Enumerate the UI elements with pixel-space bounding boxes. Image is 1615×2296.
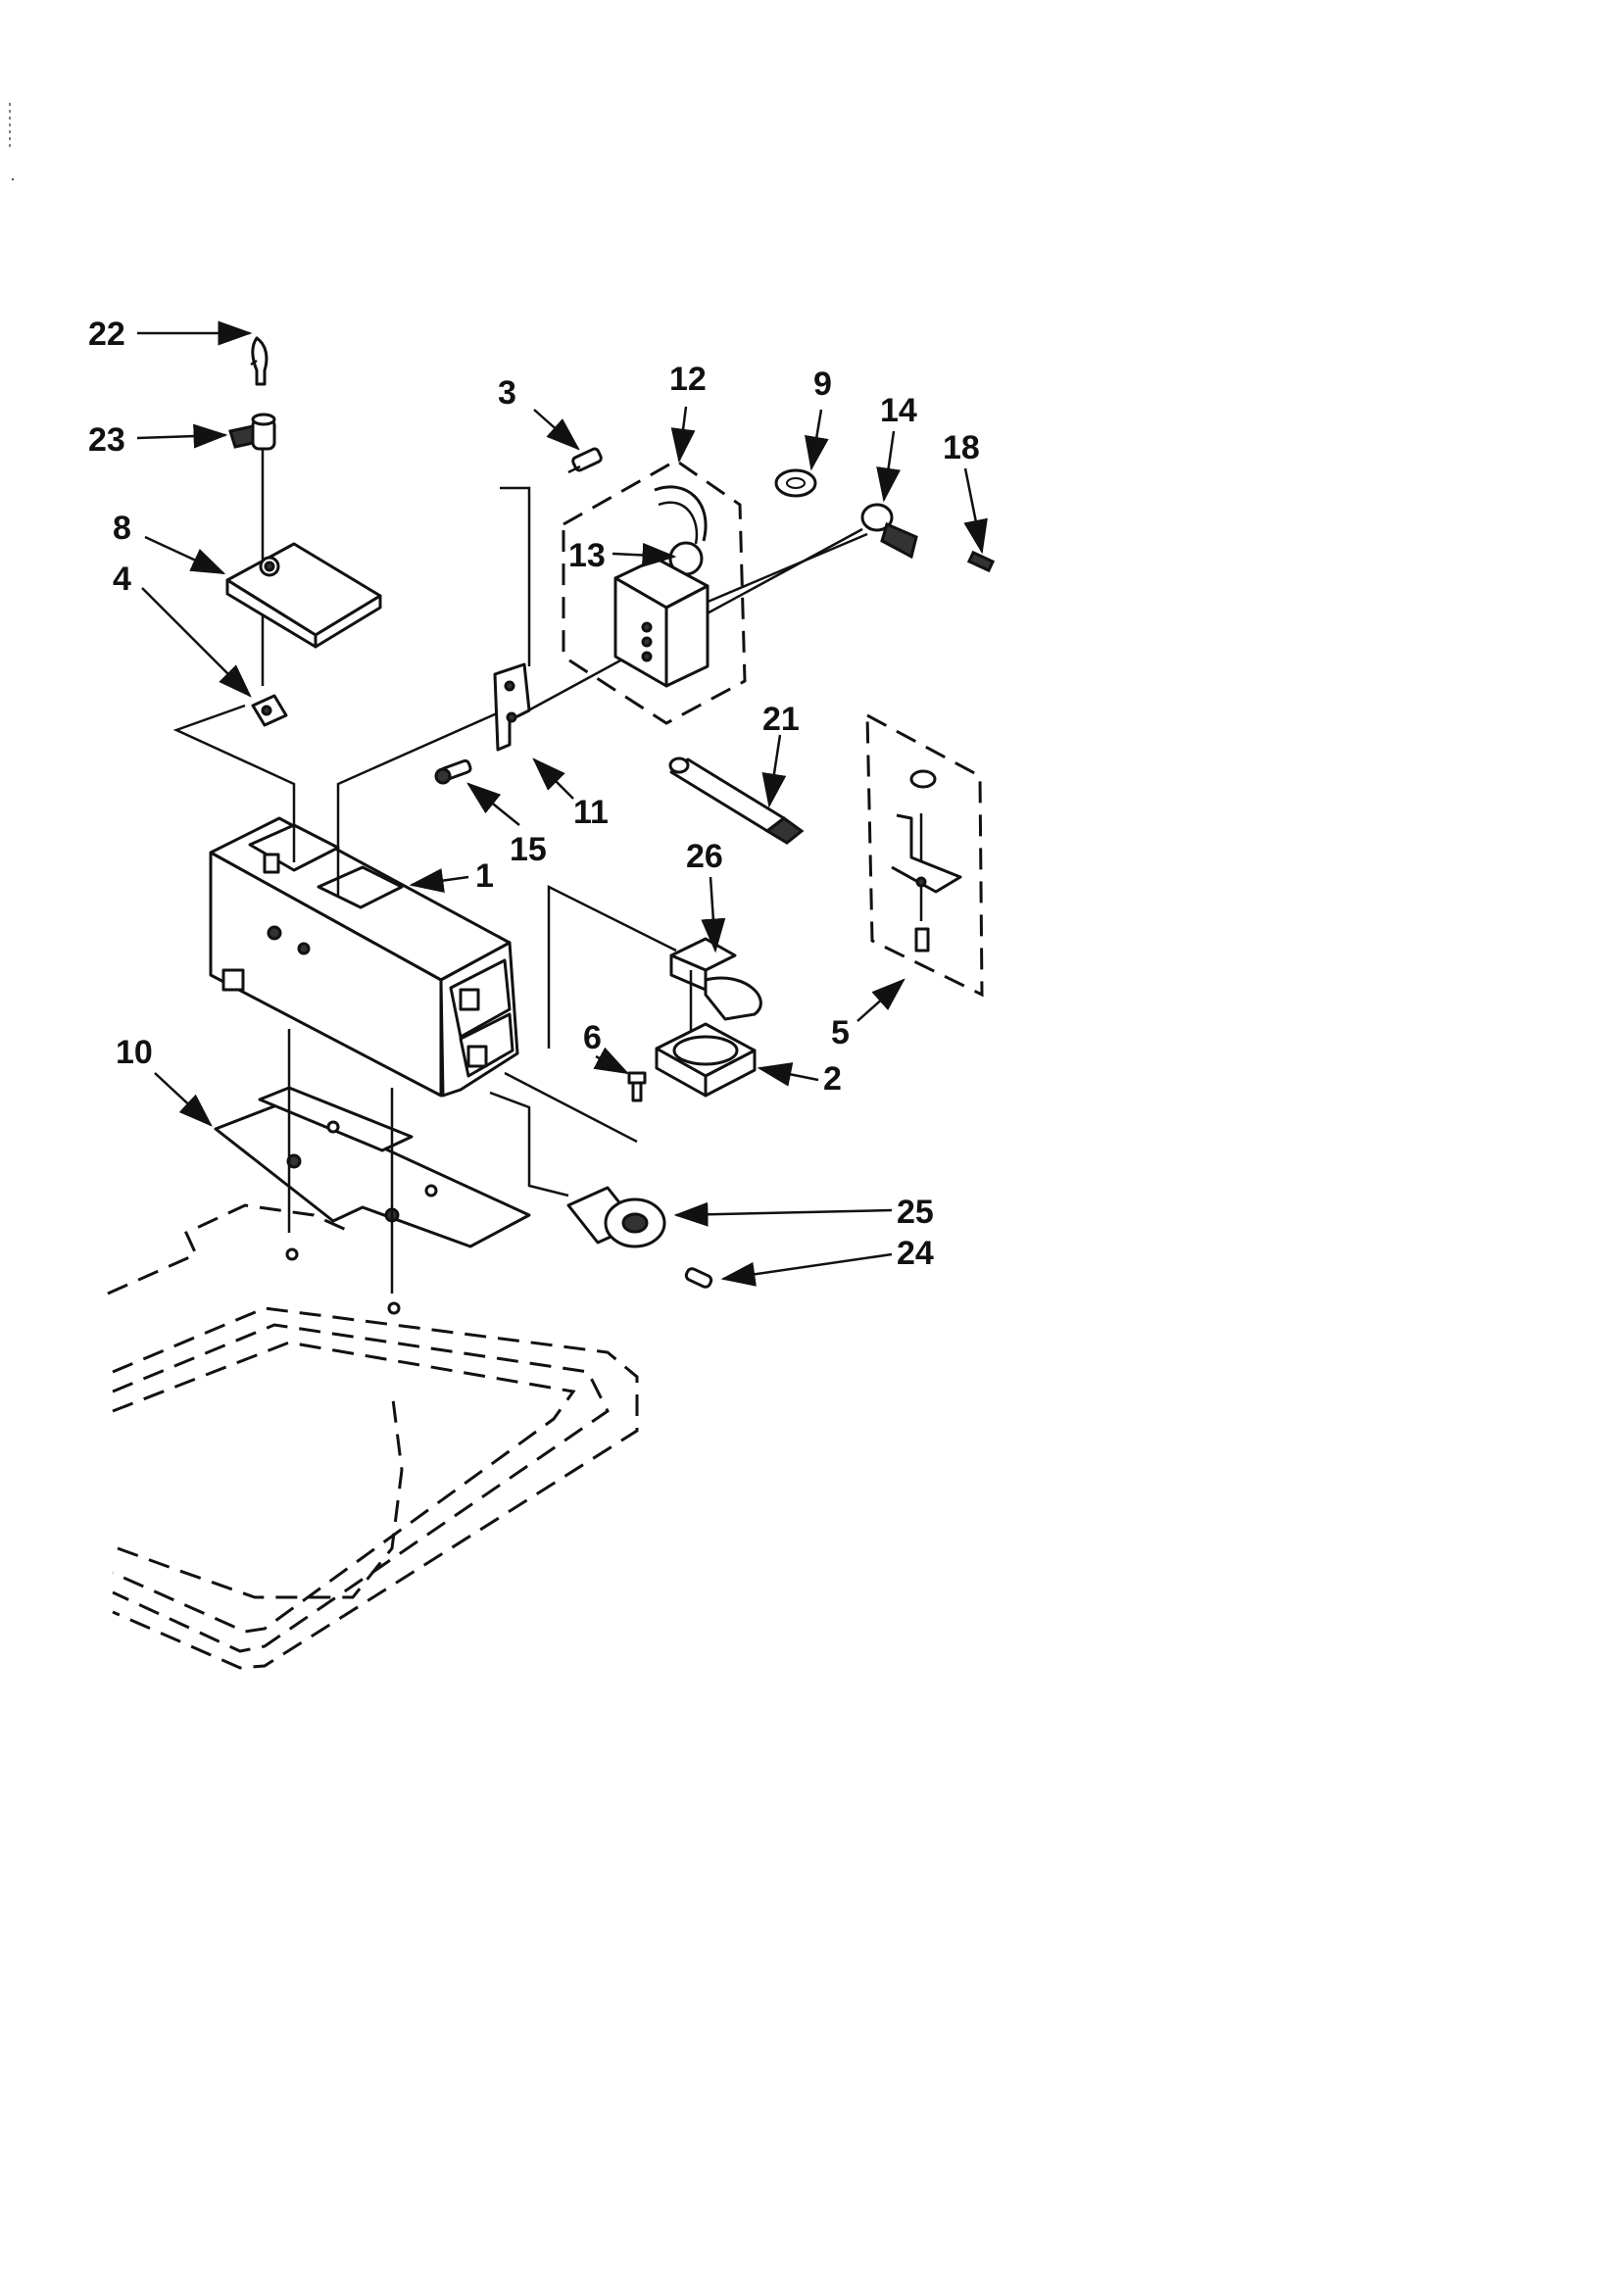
control-housing bbox=[209, 816, 519, 1294]
part-11-bracket bbox=[493, 662, 531, 752]
part-9-ring bbox=[774, 468, 817, 498]
part-26-dispenser bbox=[669, 937, 762, 1039]
part-12-timer-assembly bbox=[562, 459, 747, 725]
part-22-key bbox=[250, 336, 269, 386]
callout-4: 4 bbox=[113, 561, 131, 598]
part-23-lock bbox=[228, 413, 276, 451]
callout-2: 2 bbox=[823, 1060, 842, 1098]
callout-9: 9 bbox=[813, 366, 832, 403]
callout-23: 23 bbox=[88, 421, 125, 459]
part-24-pin bbox=[684, 1267, 713, 1289]
callout-15: 15 bbox=[510, 831, 547, 868]
callout-26: 26 bbox=[686, 838, 723, 875]
callout-arrows bbox=[136, 320, 988, 1287]
callout-10: 10 bbox=[116, 1034, 153, 1071]
callout-8: 8 bbox=[113, 510, 131, 547]
part-2-cup bbox=[655, 1022, 757, 1098]
callout-6: 6 bbox=[583, 1019, 602, 1056]
part-25-knob-housing bbox=[566, 1186, 666, 1248]
part-15-screw bbox=[434, 758, 472, 785]
part-21-shaft bbox=[668, 757, 805, 845]
callout-12: 12 bbox=[669, 361, 707, 398]
callout-22: 22 bbox=[88, 316, 125, 353]
part-4-clip bbox=[251, 694, 288, 727]
callout-13: 13 bbox=[568, 537, 606, 574]
callout-11: 11 bbox=[573, 794, 609, 831]
part-6-screw bbox=[627, 1071, 647, 1102]
callout-24: 24 bbox=[897, 1235, 934, 1272]
callout-18: 18 bbox=[943, 429, 980, 466]
callout-14: 14 bbox=[880, 392, 917, 429]
washer-top-outline bbox=[107, 1203, 639, 1670]
callout-1: 1 bbox=[475, 857, 494, 895]
part-18-spring bbox=[966, 550, 996, 573]
callout-25: 25 bbox=[897, 1194, 934, 1231]
part-14-knob bbox=[860, 503, 918, 560]
callout-3: 3 bbox=[498, 374, 516, 412]
callout-5: 5 bbox=[831, 1014, 850, 1051]
callout-21: 21 bbox=[762, 701, 800, 738]
panel-base-plate bbox=[214, 1086, 531, 1315]
part-8-cover bbox=[225, 542, 382, 649]
part-3-screw bbox=[567, 447, 603, 474]
callout-labels: 22 23 8 4 3 12 9 14 18 13 11 15 21 1 26 … bbox=[88, 316, 980, 1272]
part-5-switch-bracket bbox=[865, 712, 984, 998]
scan-marks bbox=[9, 103, 14, 180]
